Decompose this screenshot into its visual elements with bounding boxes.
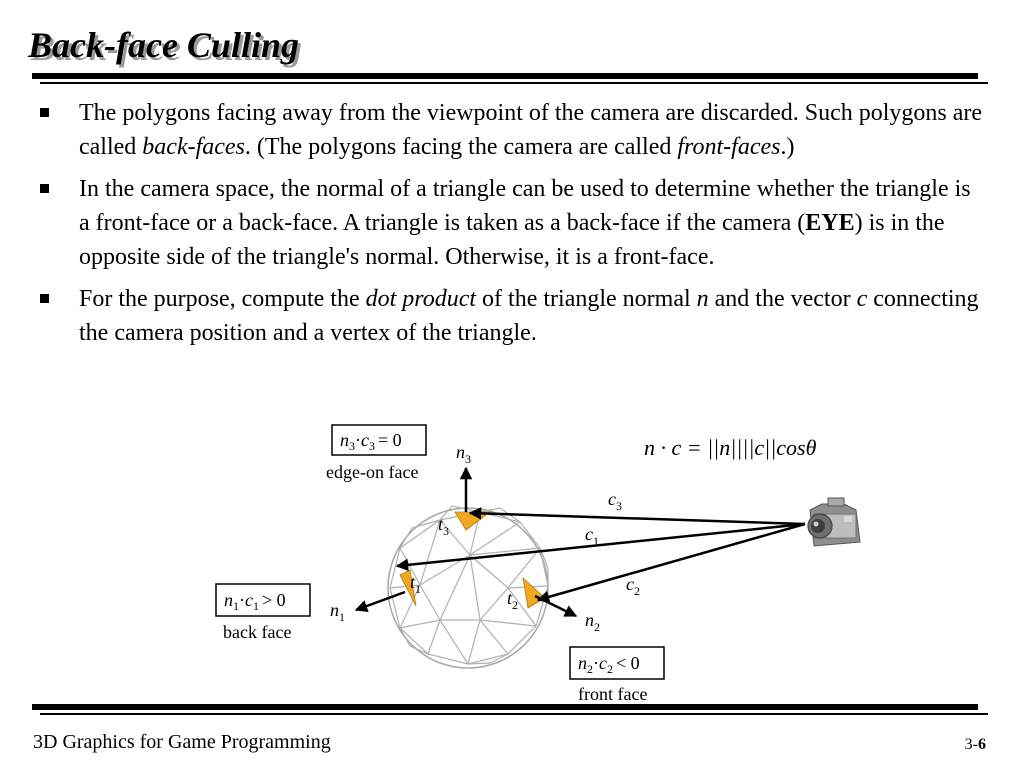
label-n3: n3 (456, 442, 471, 466)
bullet-square-icon (40, 294, 49, 303)
label-n1: n1 (330, 600, 345, 624)
svg-text:n2·c2< 0: n2·c2< 0 (578, 653, 640, 676)
bullet-square-icon (40, 184, 49, 193)
caption-edge-on: edge-on face (326, 462, 418, 482)
label-t2: t2 (507, 588, 518, 612)
view-vectors (395, 507, 806, 603)
box-back-face: n1·c1> 0 back face (215, 583, 311, 642)
slide-title: Back-face Culling (28, 25, 299, 65)
dot-product-formula: n · c = ||n||||c||cosθ (644, 435, 817, 460)
label-t3: t3 (438, 514, 449, 538)
footer-rule-thick (32, 704, 978, 710)
label-t1: t1 (410, 572, 421, 596)
bullet-item: For the purpose, compute the dot product… (0, 282, 1024, 350)
normal-vectors (354, 466, 578, 618)
bullet-item: In the camera space, the normal of a tri… (0, 172, 1024, 274)
footer-course-title: 3D Graphics for Game Programming (33, 731, 331, 753)
bullet-list: The polygons facing away from the viewpo… (0, 96, 1024, 358)
camera-icon (807, 497, 861, 547)
title-rule-thin (40, 82, 988, 84)
triangle-face-t1 (399, 569, 417, 607)
bullet-item: The polygons facing away from the viewpo… (0, 96, 1024, 164)
footer-page-number: 3-6 (964, 736, 986, 753)
label-c1: c1 (585, 524, 599, 548)
box-edge-on: n3·c3= 0 edge-on face (326, 424, 427, 482)
svg-text:n1·c1> 0: n1·c1> 0 (224, 590, 286, 613)
box-front-face: n2·c2< 0 front face (569, 646, 665, 704)
label-n2: n2 (585, 610, 600, 634)
title-rule-thick (32, 73, 978, 79)
label-c2: c2 (626, 574, 640, 598)
caption-front-face: front face (578, 684, 647, 704)
svg-text:n3·c3= 0: n3·c3= 0 (340, 430, 402, 453)
label-c3: c3 (608, 489, 622, 513)
bullet-square-icon (40, 108, 49, 117)
footer-rule-thin (40, 713, 988, 715)
caption-back-face: back face (223, 622, 291, 642)
